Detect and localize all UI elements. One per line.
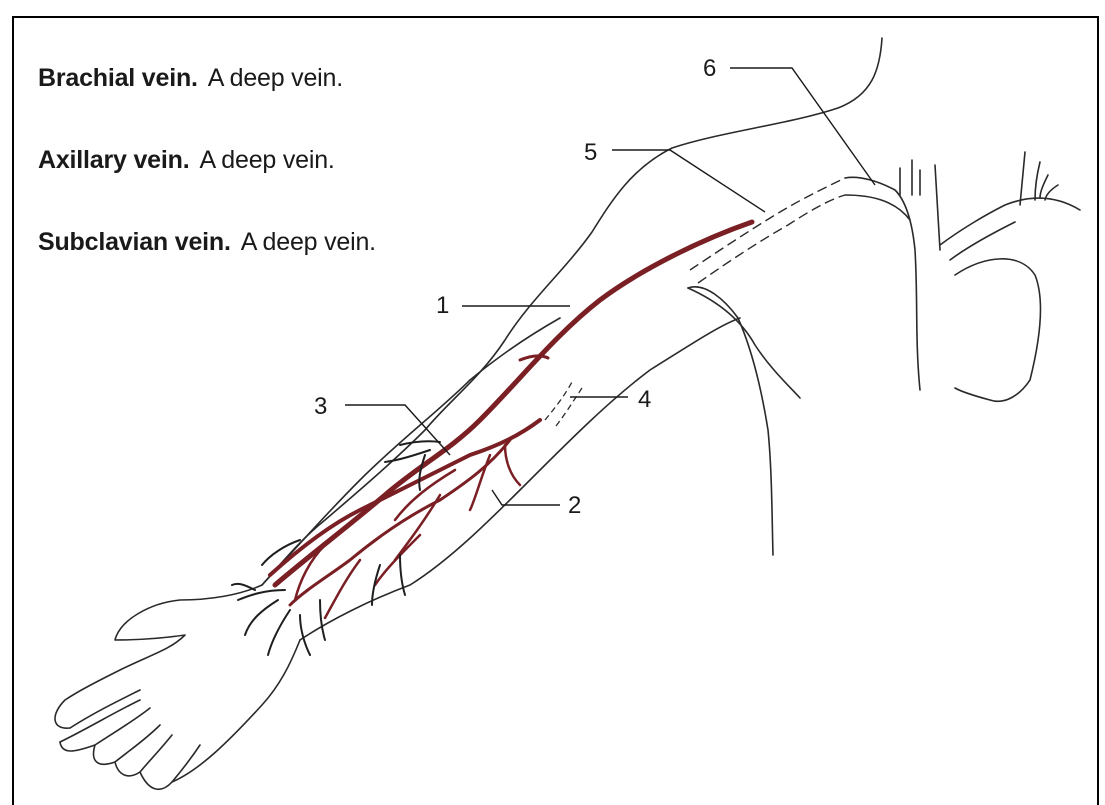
brachial-artery-dashed bbox=[545, 382, 582, 426]
callout-4: 4 bbox=[638, 386, 651, 413]
leader-6 bbox=[730, 68, 875, 185]
callout-1: 1 bbox=[436, 292, 449, 319]
callout-6: 6 bbox=[703, 55, 716, 82]
callout-5: 5 bbox=[584, 139, 597, 166]
leader-5 bbox=[612, 150, 765, 212]
callout-leaders bbox=[345, 68, 875, 505]
axillary-vein-dashed bbox=[690, 178, 845, 283]
central-vessels-outline bbox=[845, 152, 1080, 401]
leader-2 bbox=[492, 490, 560, 505]
callout-3: 3 bbox=[314, 393, 327, 420]
veins bbox=[270, 222, 752, 618]
callout-2: 2 bbox=[568, 492, 581, 519]
arm-outline bbox=[55, 38, 882, 789]
